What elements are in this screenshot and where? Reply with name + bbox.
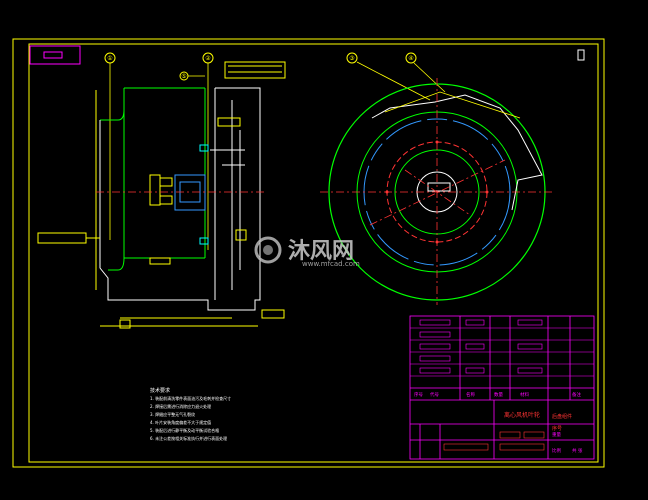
code-label: 序号 — [552, 425, 562, 432]
bom-cells — [419, 319, 543, 374]
balloon-2-label: ② — [205, 55, 211, 62]
blade-outline — [371, 94, 543, 211]
leader-lines — [109, 61, 446, 250]
bom-header-1: 序号 — [414, 391, 423, 398]
balloon-4 — [405, 52, 417, 64]
note-line-3: 3. 焊缝应平整无气孔裂纹 — [150, 411, 195, 417]
side-view-white-outline — [99, 87, 261, 311]
balloon-1-label: ① — [107, 55, 112, 62]
balloon-5-label: ⑤ — [181, 73, 186, 80]
bom-header-2: 代号 — [430, 391, 439, 398]
drawing-name: 离心风机叶轮 — [504, 411, 540, 419]
corner-mark — [577, 49, 585, 61]
bom-rows — [410, 327, 594, 377]
watermark-url: www.mfcad.com — [302, 260, 360, 268]
drawing-border-inner — [28, 43, 599, 463]
weight-label: 重量 — [552, 431, 561, 438]
balloon-4-label: ④ — [408, 55, 413, 62]
note-line-2: 2. 焊接后需进行消除应力退火处理 — [150, 403, 211, 409]
bom-header-4: 数量 — [494, 391, 503, 398]
bom-header-6: 备注 — [572, 391, 581, 398]
side-view — [37, 61, 286, 329]
sheet-label: 共 张 — [572, 447, 583, 454]
notes-title: 技术要求 — [150, 387, 170, 394]
balloon-3-label: ③ — [349, 55, 354, 62]
side-view-green-profile — [100, 87, 205, 271]
note-line-5: 5. 装配后进行静平衡及动平衡试验合格 — [150, 427, 219, 433]
watermark-cn: 沐风网 — [288, 239, 354, 264]
label-box-topleft — [29, 45, 81, 65]
note-line-6: 6. 未注公差按相关标准执行并进行表面处理 — [150, 435, 227, 441]
front-view-marks — [385, 140, 489, 244]
note-line-4: 4. 叶片安装角度偏差不大于规定值 — [150, 419, 211, 425]
part-name: 后盘组件 — [552, 413, 572, 420]
watermark: 沐风网 www.mfcad.com — [254, 236, 360, 268]
front-view-centerlines — [320, 78, 555, 305]
bom-header-3: 名称 — [466, 391, 475, 398]
bom-header-5: 材料 — [520, 391, 529, 398]
title-block-marks — [443, 431, 545, 451]
drawing-border-outer — [12, 38, 605, 468]
balloon-3 — [346, 52, 358, 64]
title-block — [409, 315, 595, 460]
note-line-1: 1. 装配前清洗零件表面油污及毛刺并检查尺寸 — [150, 395, 231, 401]
scale-label: 比例 — [552, 447, 561, 454]
